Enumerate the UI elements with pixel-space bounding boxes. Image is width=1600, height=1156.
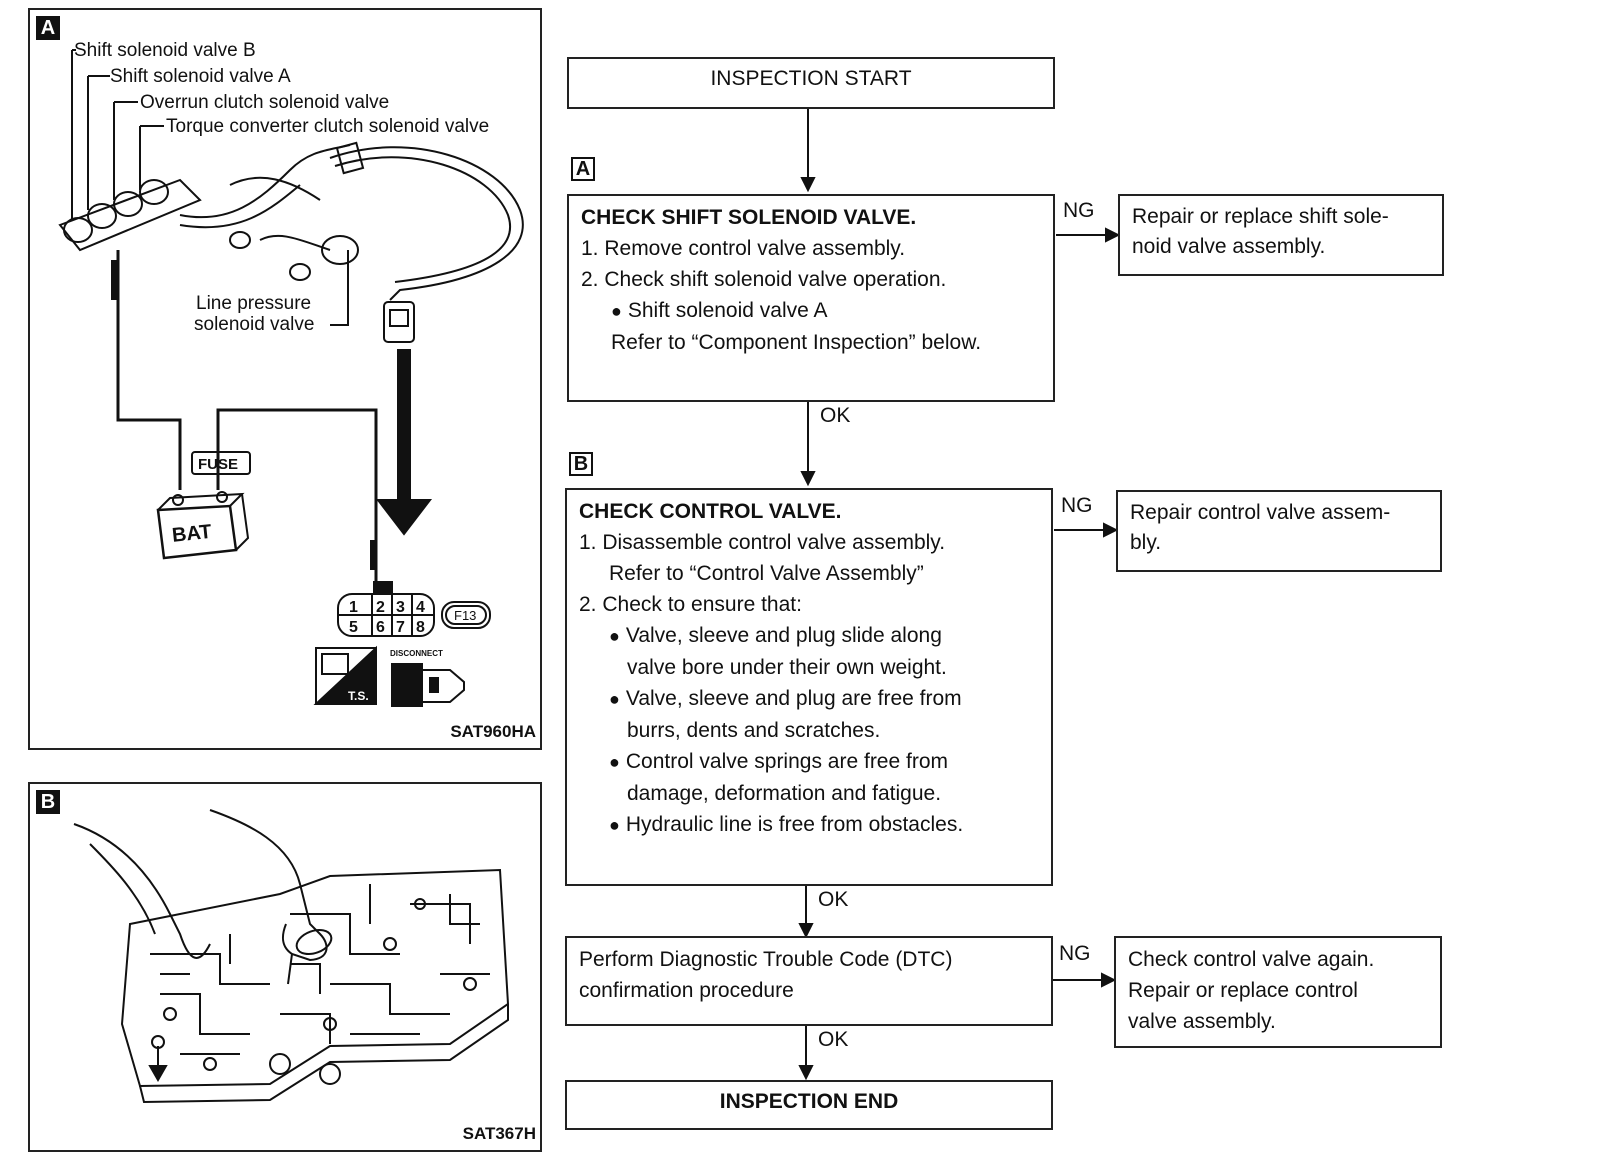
step-a-ng-action-2: noid valve assembly. (1132, 235, 1326, 258)
inspection-end-box: INSPECTION END (565, 1080, 1053, 1130)
repair-shift-solenoid-box: Repair or replace shift sole- noid valve… (1118, 194, 1444, 276)
dtc-line-1: Perform Diagnostic Trouble Code (DTC) (579, 948, 953, 971)
step-a-tag: A (571, 157, 595, 181)
label-line-pressure-2: solenoid valve (194, 314, 315, 335)
step-b-bullet-2-cont: burrs, dents and scratches. (627, 719, 881, 742)
control-valve-illustration (73, 809, 510, 1104)
step-a-ng-label: NG (1063, 199, 1095, 222)
label-line-pressure: Line pressure (196, 293, 312, 314)
panel-b-tag: B (36, 790, 60, 814)
step-a-line-2: 2. Check shift solenoid valve operation. (581, 268, 947, 291)
step-b-tag: B (569, 452, 593, 476)
dtc-ng-label: NG (1059, 942, 1091, 965)
step-b-ok-label: OK (818, 888, 849, 911)
battery-label: BAT (171, 521, 213, 547)
step-a-line-4: Refer to “Component Inspection” below. (611, 331, 982, 354)
step-b-line-1: 1. Disassemble control valve assembly. (579, 531, 946, 554)
connector-pin-6: 6 (376, 619, 385, 636)
step-b-line-3: 2. Check to ensure that: (579, 593, 802, 616)
dtc-line-2: confirmation procedure (579, 979, 794, 1002)
check-control-valve-again-box: Check control valve again. Repair or rep… (1114, 936, 1442, 1048)
connector-pin-1: 1 (349, 599, 358, 616)
label-shift-solenoid-b: Shift solenoid valve B (74, 40, 256, 61)
step-a-ng-action-1: Repair or replace shift sole- (1132, 205, 1389, 228)
connector-code-label: F13 (454, 608, 476, 623)
check-control-valve-box: CHECK CONTROL VALVE. 1. Disassemble cont… (565, 488, 1053, 886)
check-shift-solenoid-title: CHECK SHIFT SOLENOID VALVE. (581, 206, 917, 229)
figure-code-b: SAT367H (462, 1124, 536, 1143)
illustration-panel-b: B SAT367H (28, 782, 542, 1152)
step-b-bullet-1: Valve, sleeve and plug slide along (579, 620, 1039, 652)
step-b-ng-action-2: bly. (1130, 531, 1162, 554)
step-b-bullet-3: Control valve springs are free from (579, 746, 1039, 778)
label-shift-solenoid-a: Shift solenoid valve A (110, 66, 291, 87)
connector-pin-5: 5 (349, 619, 358, 636)
label-overrun-clutch: Overrun clutch solenoid valve (140, 92, 390, 113)
dtc-ng-action-3: valve assembly. (1128, 1010, 1276, 1033)
connector-pin-7: 7 (396, 619, 405, 636)
step-b-ng-action-1: Repair control valve assem- (1130, 501, 1391, 524)
check-control-valve-title: CHECK CONTROL VALVE. (579, 500, 842, 523)
step-a-bullet: Shift solenoid valve A (581, 295, 1041, 327)
step-b-bullet-3-cont: damage, deformation and fatigue. (627, 782, 942, 805)
dtc-ng-action-2: Repair or replace control (1128, 979, 1358, 1002)
dtc-confirmation-box: Perform Diagnostic Trouble Code (DTC) co… (565, 936, 1053, 1026)
figure-code-a: SAT960HA (450, 722, 536, 741)
solenoid-wiring-diagram: 1 2 3 4 5 6 7 8 F13 FUSE BAT T.S. DISCON… (58, 49, 524, 707)
connector-pin-2: 2 (376, 599, 385, 616)
step-a-line-1: 1. Remove control valve assembly. (581, 237, 906, 260)
inspection-end-label: INSPECTION END (719, 1090, 899, 1113)
check-shift-solenoid-box: CHECK SHIFT SOLENOID VALVE. 1. Remove co… (567, 194, 1055, 402)
panel-a-tag: A (36, 16, 60, 40)
inspection-start-label: INSPECTION START (710, 67, 912, 90)
step-b-ng-label: NG (1061, 494, 1093, 517)
step-b-bullet-2: Valve, sleeve and plug are free from (579, 683, 1039, 715)
step-b-bullet-1-cont: valve bore under their own weight. (627, 656, 947, 679)
connector-pin-4: 4 (416, 599, 425, 616)
dtc-ok-label: OK (818, 1028, 849, 1051)
connector-pin-3: 3 (396, 599, 405, 616)
disconnect-label: DISCONNECT (390, 649, 443, 658)
inspection-start-box: INSPECTION START (567, 57, 1055, 109)
dtc-ng-action-1: Check control valve again. (1128, 948, 1375, 971)
step-b-line-2: Refer to “Control Valve Assembly” (609, 562, 924, 585)
fuse-label: FUSE (198, 456, 238, 473)
repair-control-valve-box: Repair control valve assem- bly. (1116, 490, 1442, 572)
step-a-ok-label: OK (820, 404, 851, 427)
illustration-panel-a: A Shift solenoid valve B Shift solenoid … (28, 8, 542, 750)
label-torque-converter: Torque converter clutch solenoid valve (166, 116, 490, 137)
step-b-bullet-4: Hydraulic line is free from obstacles. (579, 809, 1039, 841)
connector-pin-8: 8 (416, 619, 425, 636)
ts-label: T.S. (348, 689, 369, 703)
